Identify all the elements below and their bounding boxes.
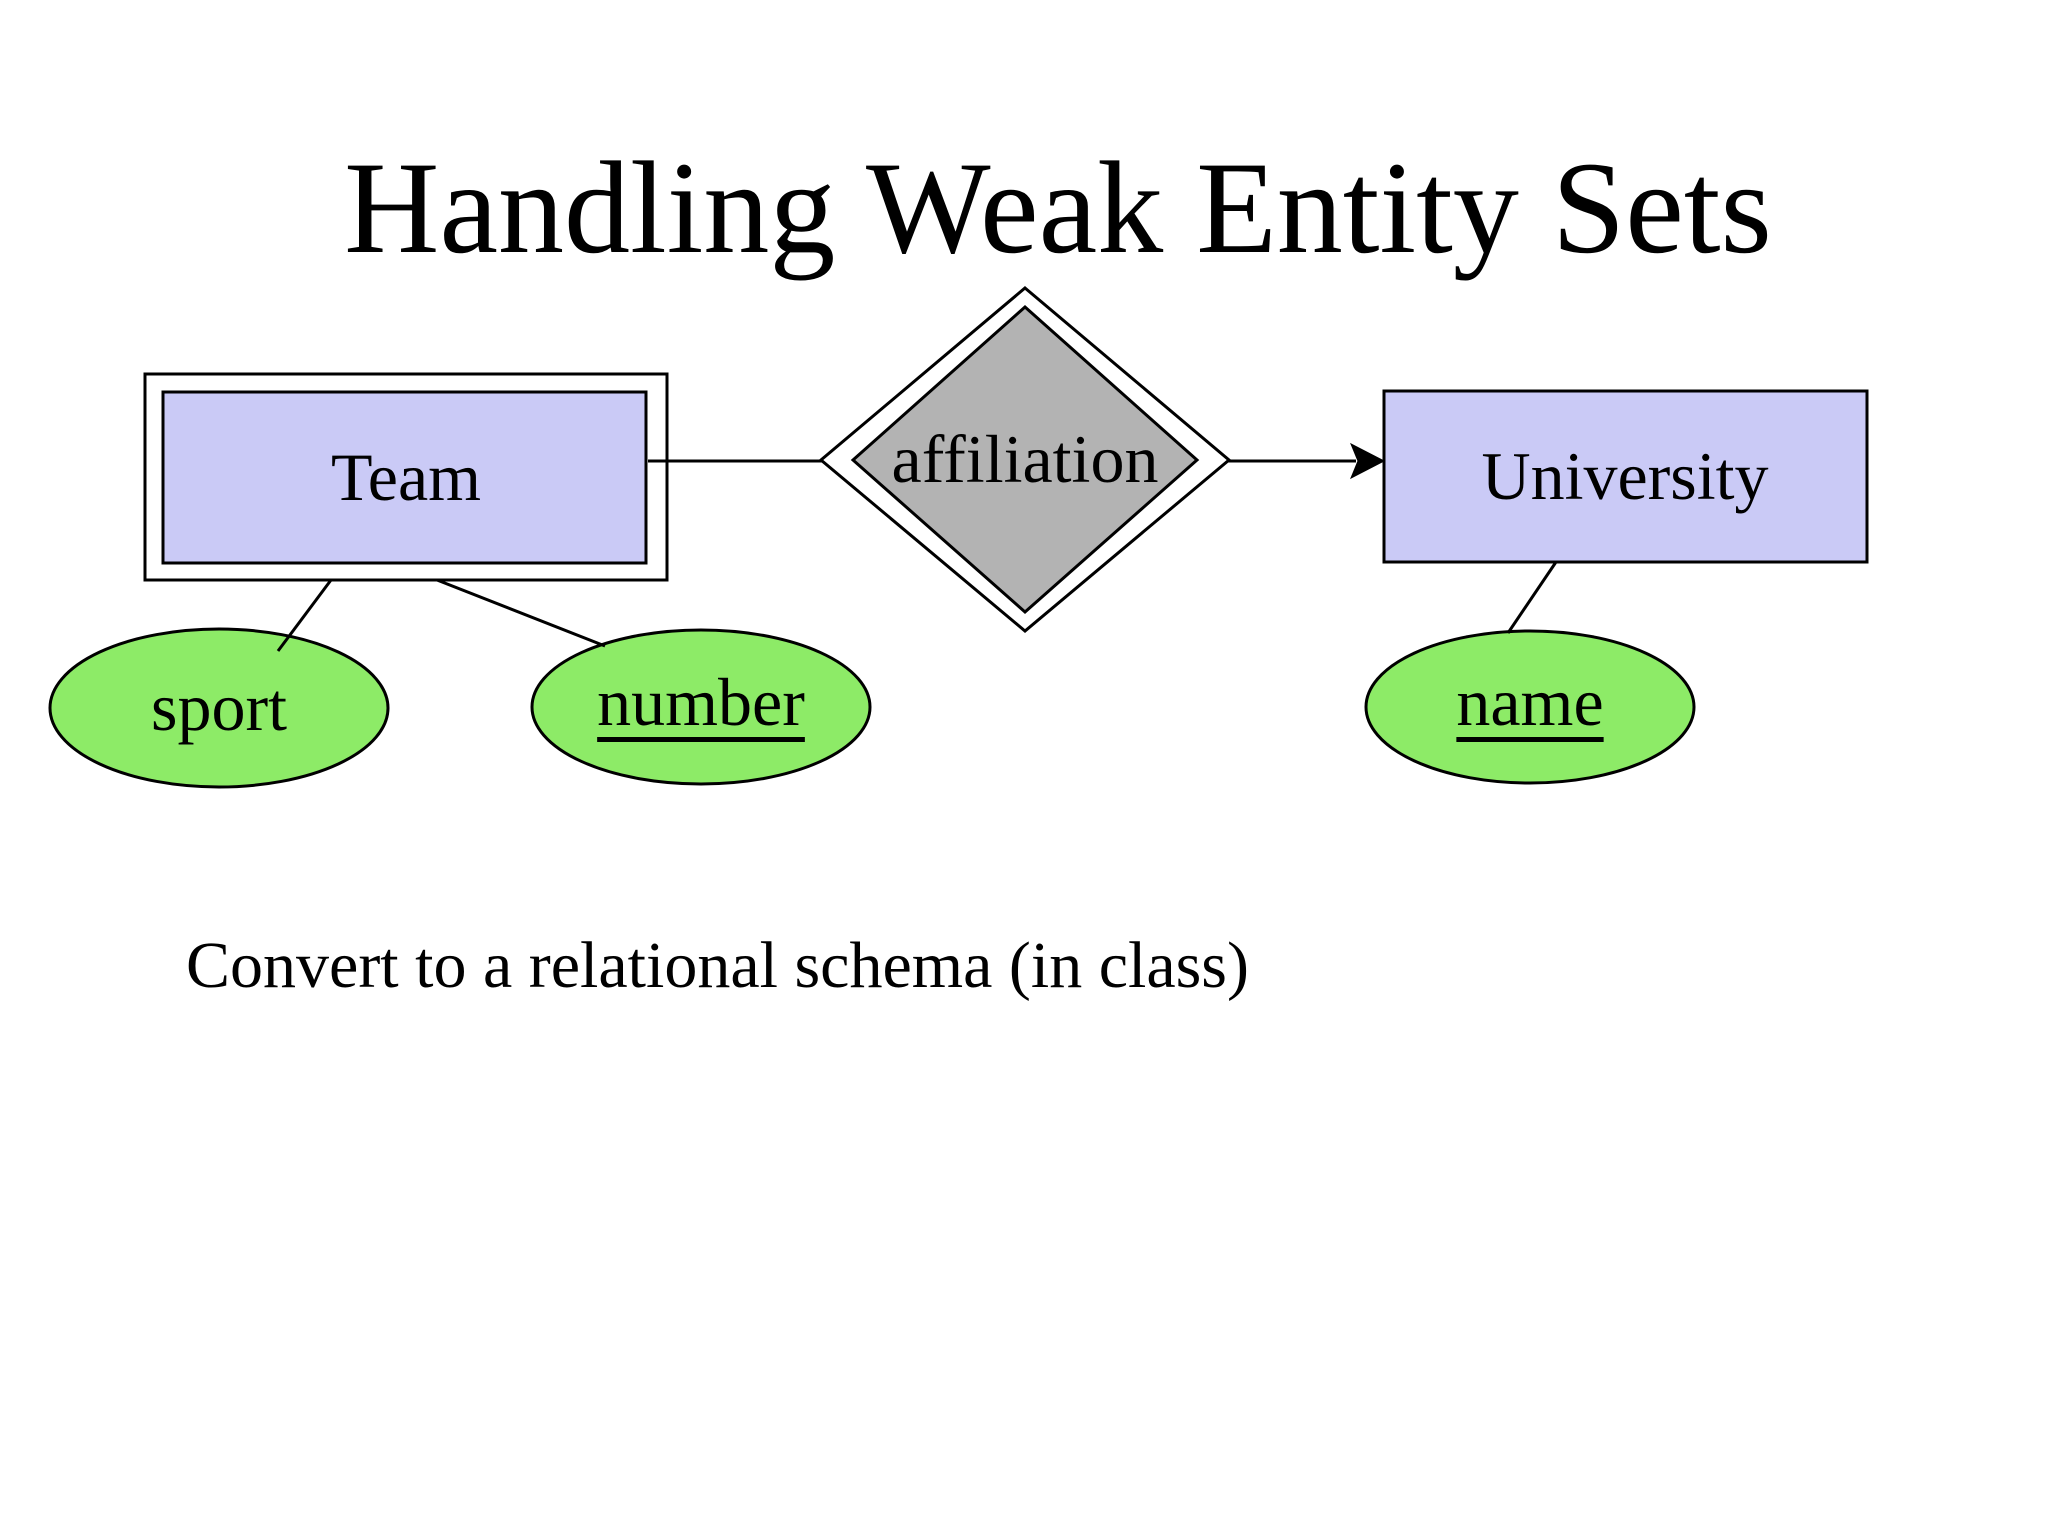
- sport-ellipse: [48, 627, 390, 789]
- sport-label: sport: [151, 669, 287, 745]
- name-ellipse: [1364, 629, 1696, 785]
- team-number-line: [436, 578, 606, 648]
- university-name-line: [1506, 561, 1558, 634]
- team-sport-line: [276, 579, 333, 652]
- slide-title: Handling Weak Entity Sets: [344, 134, 1772, 281]
- university-rect: [1382, 389, 1869, 564]
- affiliation-inner-diamond: [850, 304, 1200, 615]
- number-ellipse: [530, 628, 872, 786]
- affiliation-label: affiliation: [891, 421, 1159, 497]
- number-label: number: [597, 664, 805, 740]
- slide-note: Convert to a relational schema (in class…: [186, 929, 1249, 1002]
- team-label: Team: [330, 439, 482, 515]
- arrowhead-icon: [1350, 442, 1386, 480]
- team-inner-rect: [161, 390, 648, 565]
- name-label: name: [1456, 664, 1604, 740]
- university-label: University: [1481, 438, 1769, 514]
